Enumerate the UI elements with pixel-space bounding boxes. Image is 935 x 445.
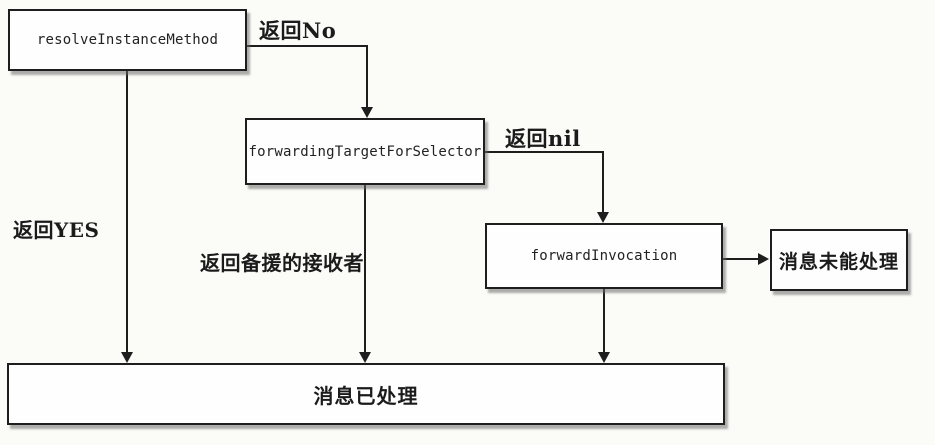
arrowhead-backup-receiver-into-handled-icon (359, 352, 371, 363)
edge-return-no-horizontal-line (247, 45, 368, 47)
edge-backup-receiver-vertical-line (364, 185, 366, 352)
node-forwarding-target-for-selector: forwardingTargetForSelector (245, 118, 485, 185)
edge-label-return-yes: 返回YES (13, 218, 100, 242)
edge-label-return-backup-receiver: 返回备援的接收者 (200, 251, 364, 275)
node-forward-invocation: forwardInvocation (485, 223, 723, 289)
edge-label-return-nil: 返回nil (505, 126, 581, 151)
edge-forward-invocation-vertical-line (603, 289, 605, 352)
arrowhead-return-yes-into-handled-icon (121, 352, 133, 363)
arrowhead-into-message-unhandled-icon (758, 253, 769, 265)
node-resolve-instance-method: resolveInstanceMethod (8, 9, 247, 71)
edge-label-return-no: 返回No (259, 18, 337, 43)
edge-return-nil-horizontal-line (485, 151, 604, 153)
node-message-unhandled: 消息未能处理 (770, 229, 908, 291)
node-message-handled: 消息已处理 (7, 363, 725, 425)
edge-return-nil-vertical-line (602, 151, 604, 212)
edge-to-message-unhandled-line (723, 258, 759, 260)
arrowhead-into-forward-invocation-icon (597, 212, 609, 223)
arrowhead-into-forwarding-target-icon (361, 107, 373, 118)
edge-return-yes-vertical-line (126, 71, 128, 352)
arrowhead-forward-invocation-into-handled-icon (598, 352, 610, 363)
edge-return-no-vertical-line (366, 45, 368, 108)
